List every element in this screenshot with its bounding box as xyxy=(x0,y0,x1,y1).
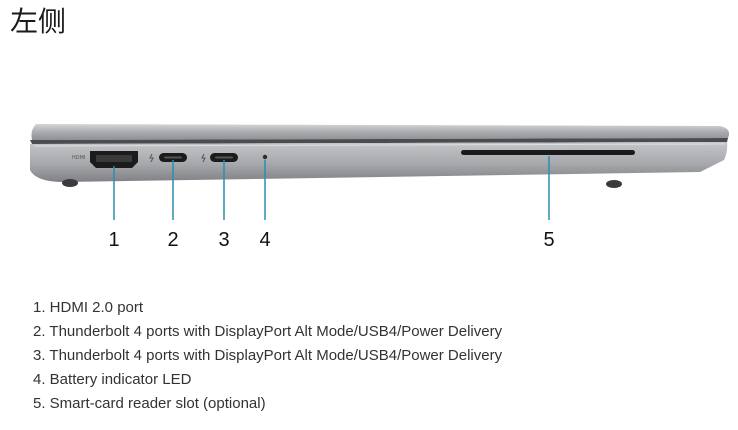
thunderbolt-icon xyxy=(201,153,206,163)
callout-number-5: 5 xyxy=(543,229,555,251)
legend-item-battery-led: 4. Battery indicator LED xyxy=(33,371,192,388)
chassis-seam xyxy=(30,138,728,144)
port-legend: 1. HDMI 2.0 port 2. Thunderbolt 4 ports … xyxy=(33,296,502,416)
legend-item-smart-card: 5. Smart-card reader slot (optional) xyxy=(33,395,266,412)
legend-item-hdmi: 1. HDMI 2.0 port xyxy=(33,299,144,316)
callout-number-3: 3 xyxy=(218,229,230,251)
legend-item-thunderbolt-2: 3. Thunderbolt 4 ports with DisplayPort … xyxy=(33,347,503,364)
legend-item-thunderbolt-1: 2. Thunderbolt 4 ports with DisplayPort … xyxy=(33,323,503,340)
smart-card-slot xyxy=(461,150,635,155)
laptop-lid xyxy=(31,124,730,140)
callout-number-4: 4 xyxy=(259,229,271,251)
battery-led xyxy=(262,154,268,160)
hdmi-logo-icon: HDMI xyxy=(72,155,85,161)
laptop-side-figure: HDMI xyxy=(30,124,730,220)
rubber-foot-left xyxy=(62,179,78,187)
callout-number-2: 2 xyxy=(167,229,179,251)
page-title: 左侧 xyxy=(10,5,67,38)
thunderbolt-icon xyxy=(149,153,154,163)
rubber-foot-right xyxy=(606,180,622,188)
callout-number-1: 1 xyxy=(108,229,120,251)
